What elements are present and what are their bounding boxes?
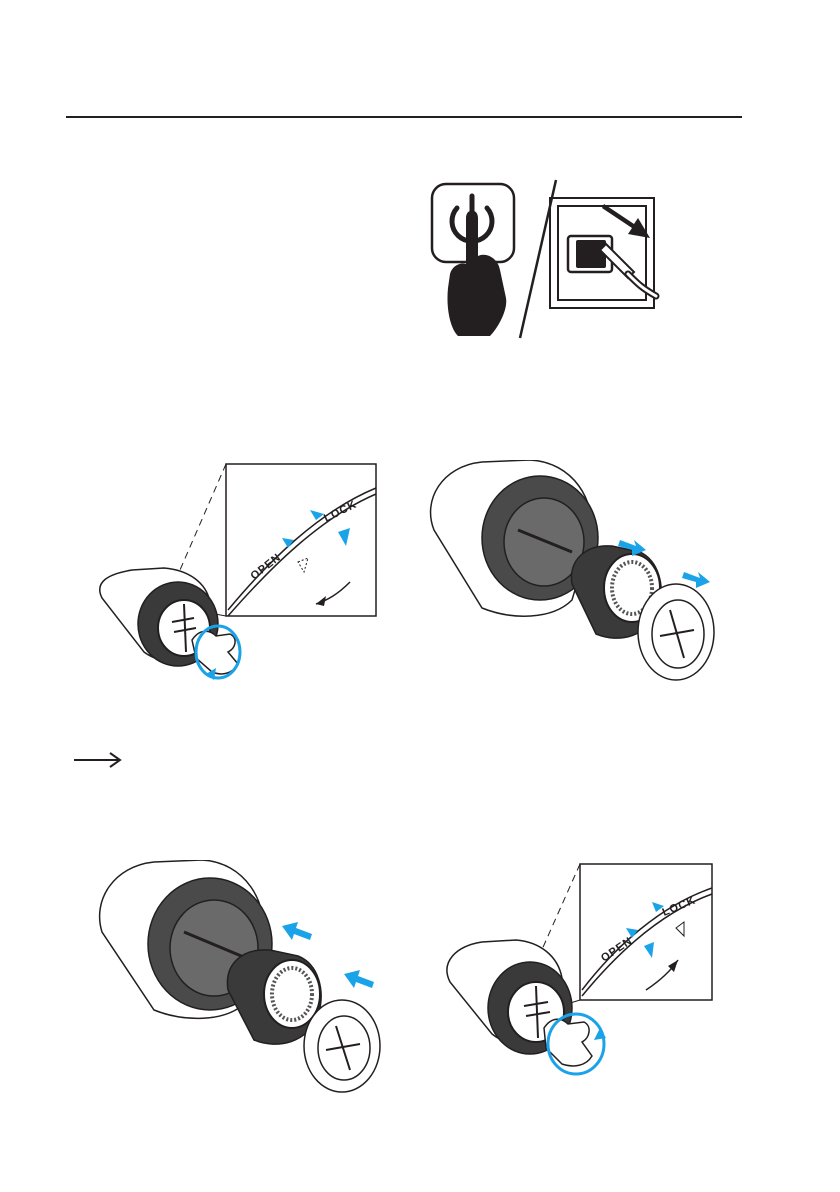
insert-filter-illustration <box>92 860 382 1094</box>
lock-cover-illustration: OPEN LOCK <box>434 862 716 1096</box>
header-rule <box>66 116 742 118</box>
right-arrow-icon <box>72 748 124 768</box>
open-cover-illustration: OPEN LOCK <box>88 462 380 684</box>
remove-filter-illustration <box>422 460 720 686</box>
power-unplug-illustration <box>428 178 668 340</box>
unplug-icon <box>568 204 656 296</box>
